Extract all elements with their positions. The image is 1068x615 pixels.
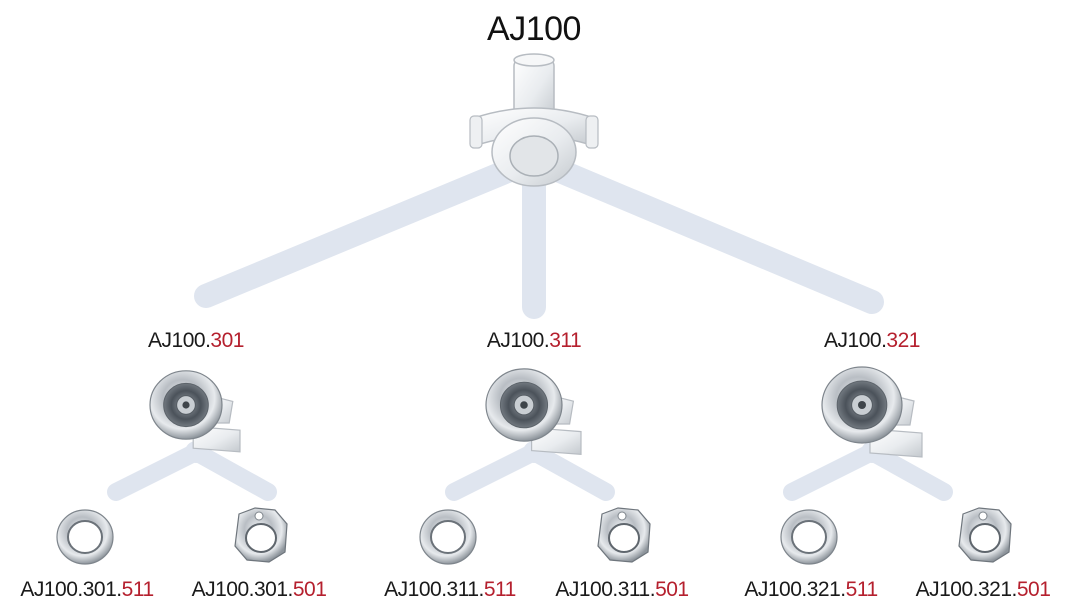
leaf-prefix: AJ100.311.	[555, 578, 656, 601]
leaf-label-311-511: AJ100.311.511	[384, 578, 516, 602]
leaf-label-311-501: AJ100.311.501	[555, 578, 689, 602]
connector-mid-1-to-leaf-b	[525, 443, 615, 501]
leaf-label-301-501: AJ100.301.501	[192, 578, 327, 602]
leaf-prefix: AJ100.311.	[384, 578, 484, 601]
leaf-suffix: 511	[483, 578, 516, 601]
connector-mid-2-to-leaf-a	[783, 443, 881, 501]
mid-node-prefix: AJ100.	[148, 329, 211, 352]
mid-node-suffix: 311	[549, 329, 582, 352]
leaf-prefix: AJ100.301.	[191, 578, 294, 601]
leaf-suffix: 501	[292, 578, 327, 601]
connector-mid-0-to-leaf-b	[187, 443, 277, 501]
flat-ring-icon	[56, 509, 114, 565]
leaf-suffix: 511	[121, 578, 154, 601]
leaf-suffix: 511	[845, 578, 878, 601]
connector-root-to-mid-0	[194, 148, 546, 308]
mid-node-suffix: 321	[886, 329, 920, 352]
jet-nozzle-icon	[821, 366, 923, 458]
mid-node-label-301: AJ100.301	[148, 329, 244, 353]
leaf-suffix: 501	[1016, 578, 1051, 601]
connector-mid-0-to-leaf-a	[107, 443, 205, 501]
leaf-prefix: AJ100.321.	[744, 578, 846, 601]
leaf-prefix: AJ100.301.	[20, 578, 122, 601]
flat-ring-icon	[780, 509, 838, 565]
notched-ring-icon	[597, 507, 651, 563]
leaf-label-301-511: AJ100.301.511	[20, 578, 154, 602]
leaf-prefix: AJ100.321.	[915, 578, 1018, 601]
notched-ring-icon	[958, 507, 1012, 563]
leaf-label-321-501: AJ100.321.501	[916, 578, 1051, 602]
root-label: AJ100	[487, 10, 581, 48]
jet-body-icon	[469, 53, 599, 187]
connector-root-to-mid-2	[522, 148, 884, 314]
connector-mid-1-to-leaf-a	[445, 443, 543, 501]
mid-node-label-311: AJ100.311	[486, 329, 582, 353]
leaf-suffix: 501	[655, 578, 689, 601]
leaf-label-321-511: AJ100.321.511	[744, 578, 878, 602]
mid-node-prefix: AJ100.	[486, 329, 550, 352]
connector-mid-2-to-leaf-b	[863, 443, 953, 501]
jet-nozzle-icon	[149, 370, 241, 453]
mid-node-prefix: AJ100.	[824, 329, 887, 352]
notched-ring-icon	[234, 507, 288, 563]
mid-node-suffix: 301	[210, 329, 244, 352]
jet-nozzle-icon	[485, 368, 582, 456]
mid-node-label-321: AJ100.321	[824, 329, 920, 353]
flat-ring-icon	[419, 509, 477, 565]
